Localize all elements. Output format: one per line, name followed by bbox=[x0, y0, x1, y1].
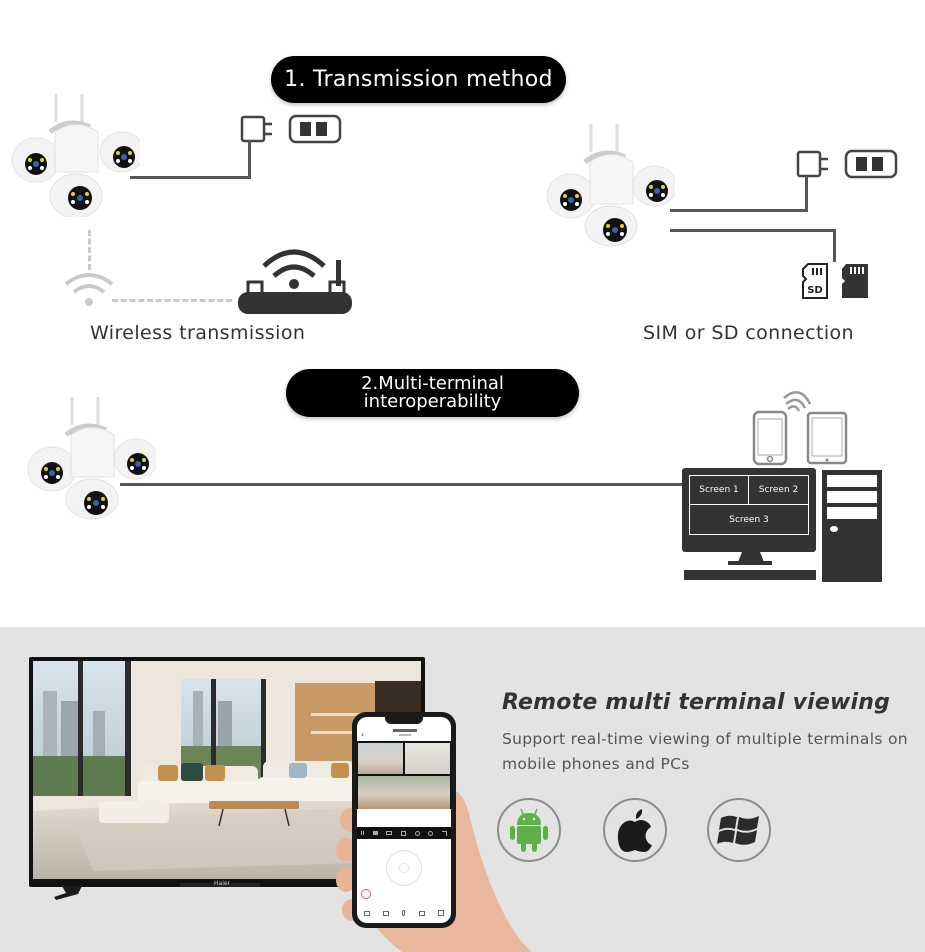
transmission-method-title: 1. Transmission method bbox=[271, 56, 566, 103]
network-cable bbox=[120, 483, 682, 486]
multi-terminal-title: 2.Multi-terminal interoperability bbox=[286, 369, 579, 417]
message-icon[interactable] bbox=[418, 910, 425, 916]
multi-terminal-title-line2: interoperability bbox=[363, 391, 502, 412]
home-alert-icon[interactable] bbox=[361, 889, 371, 899]
tv-stand bbox=[54, 886, 82, 900]
windows-icon bbox=[707, 798, 771, 862]
phone-notch bbox=[385, 717, 423, 724]
sd-cable bbox=[670, 229, 836, 232]
remote-viewing-heading: Remote multi terminal viewing bbox=[502, 690, 891, 715]
pc-tower bbox=[822, 470, 882, 582]
smartphone: ‹ bbox=[352, 712, 456, 928]
record-icon[interactable] bbox=[414, 830, 420, 836]
snapshot-icon[interactable] bbox=[363, 910, 370, 916]
more-icon[interactable] bbox=[438, 910, 445, 916]
power-cable bbox=[130, 176, 250, 179]
transmission-section: 1. Transmission method bbox=[11, 56, 898, 582]
tv-bottom-bar bbox=[180, 883, 260, 887]
power-icon[interactable] bbox=[428, 830, 434, 836]
power-cable bbox=[670, 209, 808, 212]
monitor-stand-keyboard bbox=[684, 552, 816, 580]
back-arrow-icon[interactable]: ‹ bbox=[361, 730, 365, 739]
phone-app-screen: ‹ bbox=[357, 717, 451, 923]
power-adapter-icon bbox=[796, 149, 898, 179]
camera-feed-3[interactable] bbox=[358, 776, 450, 809]
wireless-dashed-link bbox=[112, 299, 232, 302]
fullscreen-icon[interactable] bbox=[441, 830, 447, 836]
power-adapter-icon bbox=[240, 114, 342, 144]
camera-icon bbox=[546, 124, 675, 247]
sd-card-icon: SD bbox=[802, 263, 828, 299]
video-icon[interactable] bbox=[383, 910, 390, 916]
router-icon bbox=[238, 249, 352, 314]
speaker-icon[interactable] bbox=[372, 831, 378, 835]
layout-icon[interactable] bbox=[400, 830, 406, 836]
microsd-card-icon bbox=[842, 264, 868, 298]
tv-brand-logo: Haier bbox=[214, 880, 231, 887]
sim-sd-connection-label: SIM or SD connection bbox=[643, 322, 854, 344]
screen-2-tile: Screen 2 bbox=[749, 476, 808, 505]
pause-icon[interactable] bbox=[361, 831, 365, 835]
quality-icon[interactable] bbox=[386, 831, 393, 835]
camera-feed-2[interactable] bbox=[405, 743, 450, 774]
microphone-icon[interactable] bbox=[402, 910, 406, 916]
camera-feed-grid bbox=[357, 741, 451, 809]
multi-terminal-title-line1: 2.Multi-terminal bbox=[361, 373, 504, 394]
svg-text:SD: SD bbox=[807, 285, 823, 296]
wifi-signal-icon bbox=[64, 273, 114, 306]
camera-icon bbox=[27, 397, 156, 520]
ptz-center-button[interactable] bbox=[399, 863, 409, 873]
camera-icon bbox=[11, 94, 140, 217]
app-subtitle-placeholder bbox=[399, 734, 411, 736]
wireless-transmission-label: Wireless transmission bbox=[90, 322, 306, 344]
wireless-dashed-link bbox=[88, 230, 91, 270]
screen-1-tile: Screen 1 bbox=[690, 476, 749, 505]
monitor-screen-grid: Screen 1 Screen 2 Screen 3 bbox=[689, 475, 809, 535]
mobile-devices-icon bbox=[752, 391, 848, 466]
transmission-method-title-text: 1. Transmission method bbox=[284, 67, 553, 92]
pc-monitor: Screen 1 Screen 2 Screen 3 bbox=[682, 468, 816, 552]
apple-icon bbox=[603, 798, 667, 862]
remote-viewing-description: Support real-time viewing of multiple te… bbox=[502, 730, 908, 773]
power-cable bbox=[248, 140, 251, 179]
bottom-nav-bar bbox=[357, 907, 451, 919]
ptz-control-pad[interactable] bbox=[386, 850, 422, 886]
sd-cable bbox=[833, 229, 836, 262]
camera-feed-1[interactable] bbox=[358, 743, 403, 774]
playback-toolbar bbox=[357, 827, 451, 839]
screen-3-tile: Screen 3 bbox=[729, 514, 769, 525]
power-cable bbox=[805, 176, 808, 212]
android-icon bbox=[497, 798, 561, 862]
app-title-placeholder bbox=[393, 729, 417, 732]
